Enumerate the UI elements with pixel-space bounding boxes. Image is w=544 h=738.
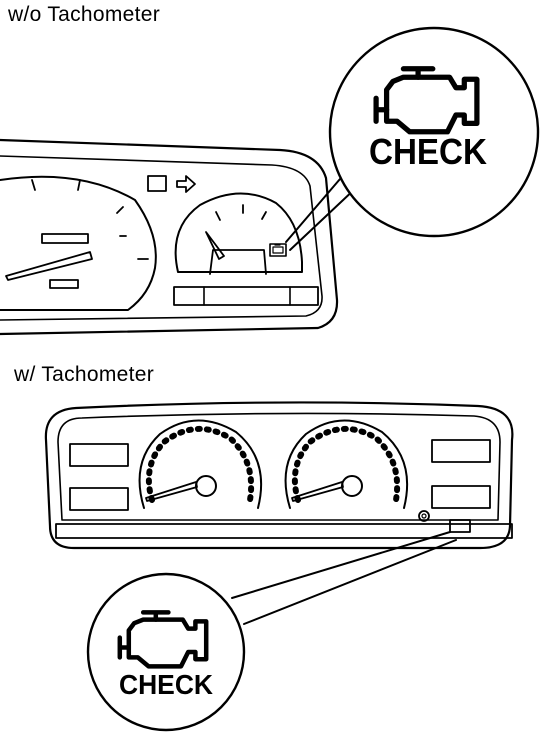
speedometer-tick-ring <box>145 425 255 503</box>
speedometer-needle <box>5 251 93 281</box>
check-text-bottom: CHECK <box>119 669 213 700</box>
trip-reset-knob <box>418 510 430 522</box>
tachometer-tick-ring <box>291 425 401 503</box>
callout-leader-line <box>289 185 359 251</box>
small-gauge-needle <box>205 231 225 260</box>
indicator-lamp <box>147 175 167 192</box>
turn-signal-arrow-icon <box>176 175 196 193</box>
lower-warning-strip <box>173 286 319 306</box>
speedometer-odometer-window <box>41 233 89 244</box>
speedometer-dial <box>0 175 157 311</box>
speedometer-ticks <box>31 179 149 260</box>
lower-warning-strip <box>55 523 513 539</box>
check-engine-lamp <box>449 519 471 533</box>
check-engine-lamp-symbol <box>272 244 284 254</box>
section-label-without-tachometer: w/o Tachometer <box>8 3 161 26</box>
side-indicator-right-bottom <box>431 485 491 509</box>
tachometer-dial <box>284 419 409 509</box>
tachometer-hub <box>341 475 363 497</box>
small-gauge-ticks <box>215 204 267 221</box>
speedometer-dial <box>138 419 263 509</box>
side-indicator-left-bottom <box>69 487 129 511</box>
cluster-without-tachometer: CHECK <box>0 26 540 336</box>
check-engine-lamp <box>269 243 287 257</box>
speedometer-hub <box>195 475 217 497</box>
side-indicator-right-top <box>431 439 491 463</box>
speedometer-trip-window <box>49 279 79 289</box>
check-text-top: CHECK <box>369 131 487 172</box>
cluster-housing-inner <box>57 412 501 521</box>
callout-leader-line <box>243 539 457 625</box>
check-engine-icon <box>373 66 480 135</box>
speedometer-needle <box>145 481 198 502</box>
tachometer-needle <box>291 481 344 502</box>
callout-leader-line <box>285 171 347 243</box>
section-label-with-tachometer: w/ Tachometer <box>14 363 155 386</box>
check-engine-icon <box>117 610 209 669</box>
cluster-housing-inner <box>0 155 323 321</box>
check-engine-callout-circle <box>86 572 246 732</box>
cluster-housing-outer <box>0 138 339 336</box>
small-gauge-hub <box>209 249 267 275</box>
cluster-housing-outer <box>44 401 514 550</box>
cluster-with-tachometer: CHECK <box>44 401 514 732</box>
small-gauge-dial <box>174 192 303 273</box>
side-indicator-left-top <box>69 443 129 467</box>
callout-leader-line <box>231 531 451 599</box>
